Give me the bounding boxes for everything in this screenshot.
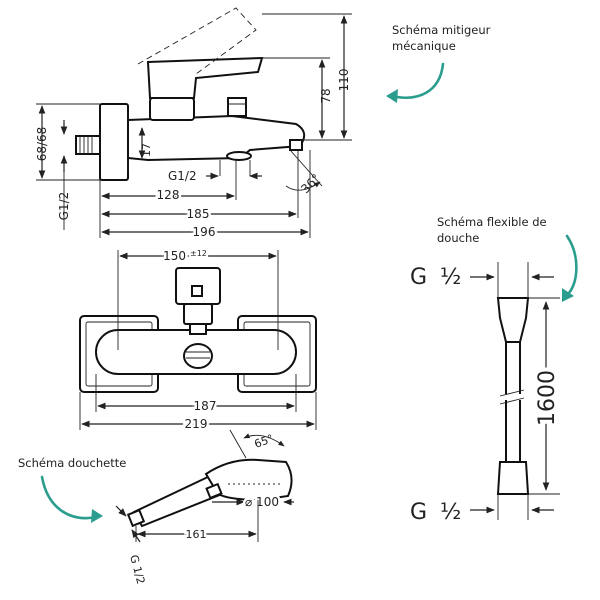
hose-g-top-fraction: ½ (440, 265, 461, 290)
hose-g-bottom-letter: G (410, 500, 427, 525)
hose-caption-line-2: douche (437, 231, 479, 245)
dim-angle-65: 65° (253, 432, 276, 451)
dim-wall-68-68: 68/68 (35, 127, 49, 162)
hose-break-mark (499, 389, 525, 405)
mixer-wall-plate (99, 103, 129, 181)
handshower-caption: Schéma douchette (18, 456, 126, 470)
front-lever-notch (191, 285, 203, 297)
handshower-head (204, 458, 293, 502)
dim-1600: 1600 (535, 370, 560, 426)
dim-g-side: G1/2 (57, 192, 71, 221)
dim-150: 150 (163, 249, 186, 263)
dim-height-110: 110 (337, 69, 351, 92)
dim-angle-36: 36° (298, 171, 323, 196)
front-diverter-stem (189, 323, 207, 335)
mixer-caption-line-1: Schéma mitigeur (392, 23, 491, 37)
dim-g-handshower: G 1/2 (127, 553, 147, 585)
handshower-handle (132, 474, 224, 528)
hose-g-top-letter: G (410, 265, 427, 290)
mixer-pointer-arrow (390, 62, 445, 99)
dim-diameter-100: ⌀ 100 (245, 495, 279, 509)
hose-pointer-arrowhead (562, 288, 574, 302)
dim-196: 196 (193, 225, 216, 239)
hose-caption: Schéma flexible de douche (437, 215, 547, 245)
handshower-pointer-arrow (40, 475, 98, 520)
mixer-spout-outlet (226, 151, 252, 161)
mixer-shower-outlet (289, 139, 303, 151)
mixer-caption: Schéma mitigeur mécanique (392, 23, 491, 53)
shower-hose-view: G ½ G ½ 1600 (410, 262, 564, 525)
mixer-lever-base (149, 97, 195, 121)
dim-17: 17 (140, 143, 153, 157)
mixer-diverter-knob (227, 97, 247, 117)
mixer-side-view: 110 78 17 68/68 G1/2 G1/2 36° 128 (35, 7, 352, 242)
front-spout-outlet (183, 343, 213, 369)
dim-161: 161 (186, 528, 207, 541)
hose-caption-line-1: Schéma flexible de (437, 215, 547, 229)
front-diverter (183, 303, 213, 325)
hose-top-nut (496, 297, 530, 343)
dim-185: 185 (187, 207, 210, 221)
mixer-front-view: 150 ±12 187 219 (79, 247, 317, 434)
handshower-pointer-arrowhead (91, 509, 103, 523)
dim-128: 128 (157, 188, 180, 202)
mixer-body (127, 114, 306, 162)
mixer-pointer-arrowhead (386, 89, 398, 103)
mixer-lever (146, 56, 264, 99)
mixer-caption-line-2: mécanique (392, 39, 456, 53)
dim-219: 219 (185, 417, 208, 431)
hose-bottom-nut (496, 461, 530, 495)
hose-g-bottom-fraction: ½ (440, 500, 461, 525)
dim-height-78: 78 (319, 88, 333, 103)
handshower-view: 65° ⌀ 100 161 G 1/2 (115, 429, 294, 585)
hose-pointer-arrow (565, 234, 578, 297)
dim-g-bottom: G1/2 (168, 169, 197, 183)
handshower-button (205, 482, 223, 500)
dim-187: 187 (194, 399, 217, 413)
dim-150-tolerance: ±12 (190, 249, 207, 258)
handshower-connector (126, 508, 146, 528)
